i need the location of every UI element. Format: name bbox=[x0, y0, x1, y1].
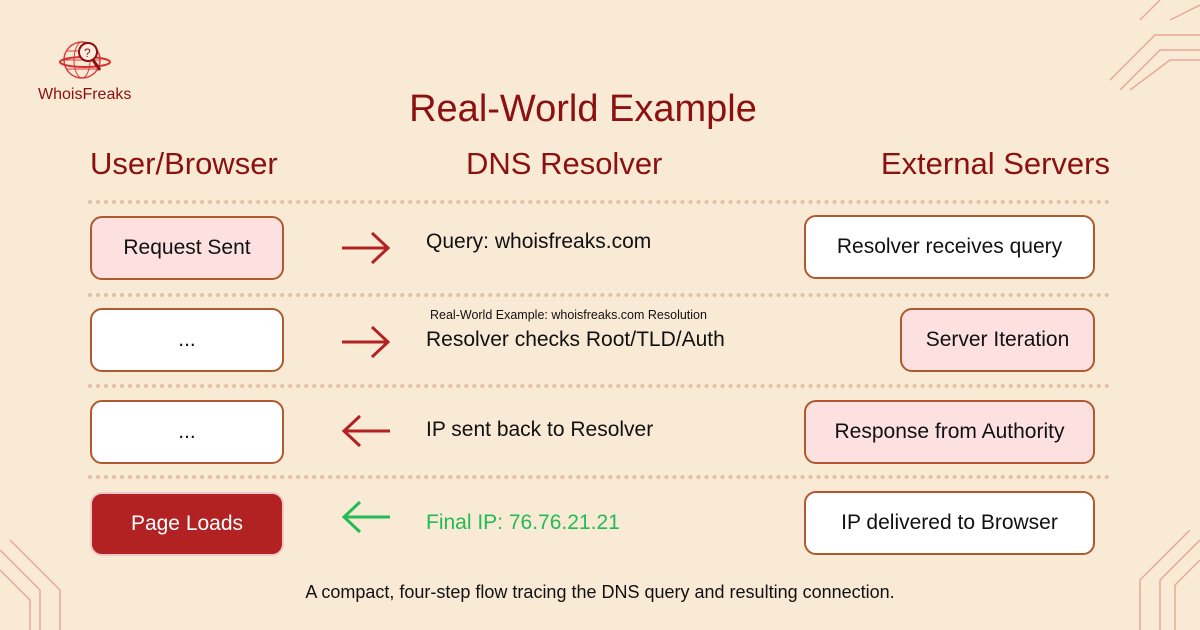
arrow-right-icon bbox=[342, 325, 391, 359]
logo-text: WhoisFreaks bbox=[38, 86, 132, 103]
resolver-text: Resolver checks Root/TLD/Auth bbox=[426, 328, 725, 351]
final-ip-text: Final IP: 76.76.21.21 bbox=[426, 511, 620, 534]
annotation-text: Real-World Example: whoisfreaks.com Reso… bbox=[430, 308, 707, 322]
circuit-decoration-icon bbox=[1109, 0, 1200, 90]
svg-text:?: ? bbox=[84, 46, 91, 60]
circuit-decoration-icon bbox=[1139, 530, 1200, 630]
page-title: Real-World Example bbox=[409, 88, 757, 130]
divider bbox=[88, 293, 1110, 297]
step-box-server: IP delivered to Browser bbox=[804, 491, 1095, 555]
column-header-resolver: DNS Resolver bbox=[466, 146, 663, 181]
circuit-decoration-icon bbox=[0, 539, 61, 630]
column-header-user: User/Browser bbox=[90, 146, 278, 181]
divider bbox=[88, 475, 1110, 479]
arrow-left-icon bbox=[341, 500, 390, 534]
arrow-left-icon bbox=[341, 414, 390, 448]
divider bbox=[88, 200, 1110, 204]
step-box-server: Resolver receives query bbox=[804, 215, 1095, 279]
logo-globe-icon: ? bbox=[59, 41, 111, 79]
column-header-servers: External Servers bbox=[880, 146, 1110, 181]
resolver-text: IP sent back to Resolver bbox=[426, 418, 654, 441]
arrow-right-icon bbox=[342, 231, 391, 265]
footer-caption: A compact, four-step flow tracing the DN… bbox=[305, 582, 895, 602]
resolver-text: Query: whoisfreaks.com bbox=[426, 230, 652, 253]
page-loads-box: Page Loads bbox=[90, 492, 284, 556]
step-box-user: Request Sent bbox=[90, 216, 284, 280]
divider bbox=[88, 384, 1110, 388]
step-box-user: ... bbox=[90, 308, 284, 372]
step-box-server: Server Iteration bbox=[900, 308, 1095, 372]
step-box-server: Response from Authority bbox=[804, 400, 1095, 464]
step-box-user: ... bbox=[90, 400, 284, 464]
